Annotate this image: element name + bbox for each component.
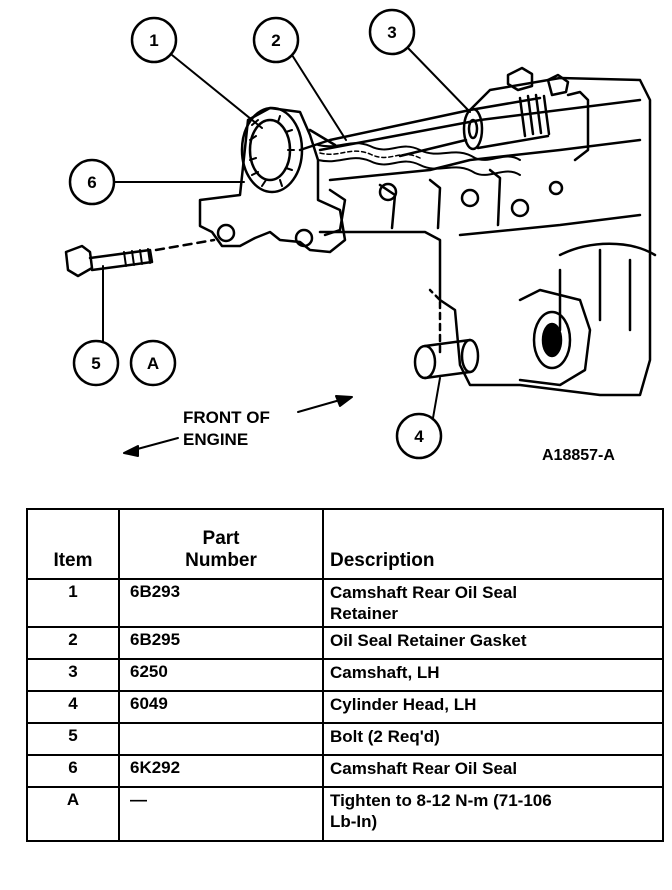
cell-part-number: 6250	[118, 658, 324, 692]
camshaft-illustration	[398, 93, 551, 158]
table-header-row: Item Part Number Description	[26, 508, 664, 580]
callout-1-label: 1	[149, 31, 158, 50]
callout-4-label: 4	[414, 427, 424, 446]
cell-part-number: 6K292	[118, 754, 324, 788]
table-row: 4 6049 Cylinder Head, LH	[26, 690, 664, 724]
callout-5-label: 5	[91, 354, 100, 373]
seal-retainer-illustration	[198, 106, 347, 254]
cell-description: Camshaft Rear Oil Seal	[322, 754, 664, 788]
gasket-illustration	[317, 142, 521, 176]
cell-description-line2: Lb-In)	[330, 812, 378, 831]
front-of-engine-label-line1: FRONT OF	[183, 408, 270, 427]
cell-item: 4	[26, 690, 120, 724]
cell-description-line1: Camshaft Rear Oil Seal	[330, 583, 518, 602]
callout-6-label: 6	[87, 173, 96, 192]
callout-A: A	[129, 339, 177, 387]
header-item: Item	[26, 508, 120, 580]
front-of-engine-arrows	[123, 395, 353, 457]
callout-6: 6	[68, 158, 116, 206]
cell-description: Camshaft Rear Oil Seal Retainer	[322, 578, 664, 628]
callout-5: 5	[72, 339, 120, 387]
callout-2-label: 2	[271, 31, 280, 50]
callout-3-label: 3	[387, 23, 396, 42]
parts-table: Item Part Number Description 1 6B293 Cam…	[26, 508, 664, 842]
front-of-engine-label-line2: ENGINE	[183, 430, 248, 449]
header-part-number: Part Number	[118, 508, 324, 580]
cell-description: Bolt (2 Req'd)	[322, 722, 664, 756]
cell-part-number: —	[118, 786, 324, 842]
cell-item: 6	[26, 754, 120, 788]
table-row: 1 6B293 Camshaft Rear Oil Seal Retainer	[26, 578, 664, 628]
exploded-view-diagram: 1 2 3 4 5 6 A FRONT OF ENGINE A18857-A	[64, 8, 657, 464]
cell-description-line1: Tighten to 8-12 N-m (71-106	[330, 791, 552, 810]
cell-item: 2	[26, 626, 120, 660]
cell-item: 3	[26, 658, 120, 692]
table-row: 2 6B295 Oil Seal Retainer Gasket	[26, 626, 664, 660]
callout-2: 2	[252, 16, 300, 64]
table-row: 6 6K292 Camshaft Rear Oil Seal	[26, 754, 664, 788]
header-description: Description	[322, 508, 664, 580]
cell-item: 5	[26, 722, 120, 756]
cell-description: Camshaft, LH	[322, 658, 664, 692]
cell-description-line2: Retainer	[330, 604, 399, 623]
cell-item: A	[26, 786, 120, 842]
table-row: A — Tighten to 8-12 N-m (71-106 Lb-In)	[26, 786, 664, 842]
table-row: 3 6250 Camshaft, LH	[26, 658, 664, 692]
cell-description: Tighten to 8-12 N-m (71-106 Lb-In)	[322, 786, 664, 842]
figure-id: A18857-A	[542, 447, 615, 464]
header-part-line1: Part	[202, 528, 240, 549]
cell-part-number: 6049	[118, 690, 324, 724]
header-part-line2: Number	[185, 550, 257, 571]
cell-description: Oil Seal Retainer Gasket	[322, 626, 664, 660]
cell-item: 1	[26, 578, 120, 628]
leader-lines	[102, 47, 471, 419]
cell-part-number: 6B293	[118, 578, 324, 628]
cell-part-number	[118, 722, 324, 756]
callout-1: 1	[130, 16, 178, 64]
cylinder-head-illustration	[298, 66, 657, 397]
cell-description: Cylinder Head, LH	[322, 690, 664, 724]
cell-part-number: 6B295	[118, 626, 324, 660]
table-row: 5 Bolt (2 Req'd)	[26, 722, 664, 756]
callout-3: 3	[368, 8, 416, 56]
dowel-illustration	[413, 288, 480, 380]
callout-A-label: A	[147, 354, 159, 373]
callout-4: 4	[395, 412, 443, 460]
bolt-illustration	[64, 238, 216, 278]
